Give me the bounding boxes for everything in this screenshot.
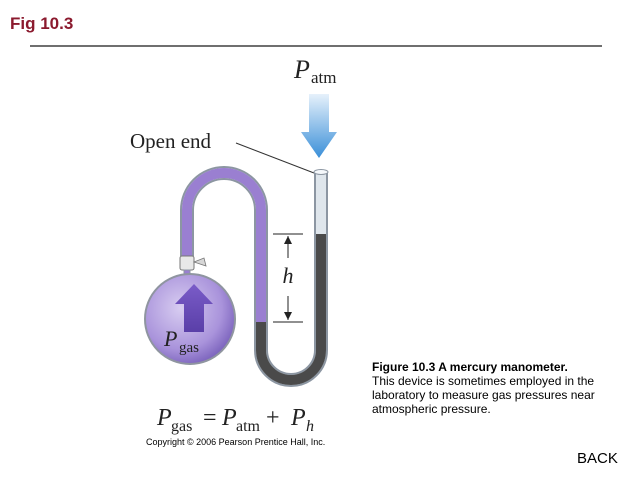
equation-atm-sub: atm [236,418,261,435]
slide-title: Fig 10.3 [10,14,74,33]
p-atm-subscript: atm [311,68,337,87]
copyright-notice: Copyright © 2006 Pearson Prentice Hall, … [146,437,326,447]
open-end-label: Open end [130,129,212,153]
atmospheric-pressure-arrow [301,94,337,158]
open-end-leader-line [235,142,315,174]
height-arrowhead-down [284,312,292,320]
equation-p-gas: P [156,405,172,431]
equation-equals: = [203,405,217,431]
figure-caption: Figure 10.3 A mercury manometer. This de… [372,360,612,416]
gas-column [182,168,266,322]
stopcock-handle[interactable] [192,257,207,267]
title-divider [30,45,602,47]
equation-p-h: P [290,405,306,431]
caption-heading: Figure 10.3 A mercury manometer. [372,360,568,374]
back-button[interactable]: BACK [577,450,618,467]
open-end-cap [313,169,329,175]
gas-pressure-arrow [175,284,213,332]
equation-plus: + [266,405,280,431]
caption-body: This device is sometimes employed in the… [372,374,595,416]
equation-gas-sub: gas [171,418,192,435]
p-atm-symbol: P [293,55,310,84]
height-arrowhead-up [284,236,292,244]
p-gas-symbol: P [163,326,177,351]
height-label: h [283,263,294,288]
stopcock[interactable] [179,255,195,271]
p-gas-subscript: gas [179,340,199,356]
equation-p-atm: P [221,405,237,431]
mercury-column [256,234,326,385]
equation-h-sub: h [306,418,314,435]
manometer-equation: P gas = P atm + P h [156,405,314,435]
